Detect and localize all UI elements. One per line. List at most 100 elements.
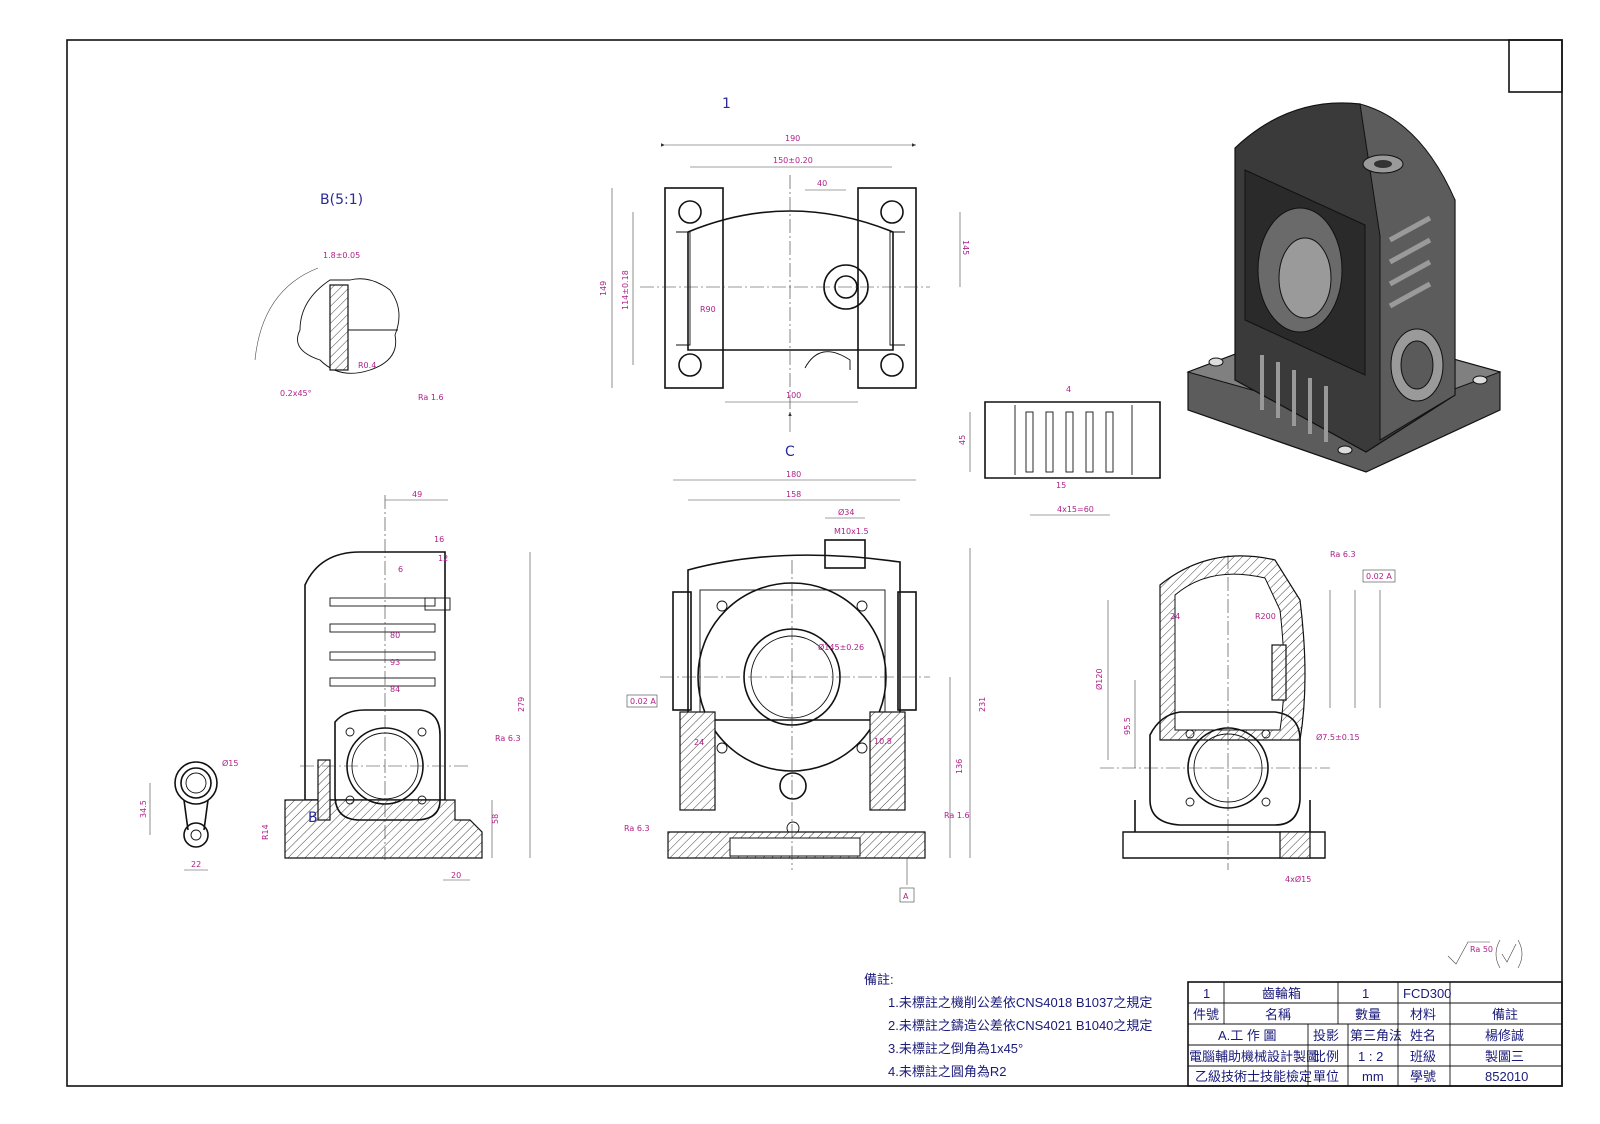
dim-front-24: 24 xyxy=(694,738,704,747)
tb-unit-label: 單位 xyxy=(1313,1069,1339,1084)
dim-front-34: Ø34 xyxy=(838,507,854,517)
ra-global: Ra 50 xyxy=(1470,945,1493,954)
dim-left-80: 80 xyxy=(390,631,400,640)
tb-class-value: 製圖三 xyxy=(1485,1049,1524,1064)
link-detail-view: 22 34.5 Ø15 xyxy=(139,758,238,871)
dim-front-158: 158 xyxy=(786,490,801,499)
dim-right-75: Ø7.5±0.15 xyxy=(1316,732,1360,742)
front-view: 180 158 Ø34 M10x1.5 231 136 Ø145±0.26 24… xyxy=(624,470,987,903)
note-item-1: 1.未標註之機削公差依CNS4018 B1037之規定 xyxy=(888,995,1152,1010)
top-view: 190 150±0.20 40 145 149 114±0.18 100 R90… xyxy=(599,134,970,460)
dim-front-231: 231 xyxy=(978,697,987,712)
tb-id-label: 學號 xyxy=(1410,1069,1436,1084)
tol-front: 0.02 A xyxy=(630,697,656,706)
dim-front-145: Ø145±0.26 xyxy=(818,642,864,652)
dim-detail-r04: R0.4 xyxy=(358,361,376,370)
tb-projection-value: 第三角法 xyxy=(1350,1028,1402,1043)
note-item-4: 4.未標註之圓角為R2 xyxy=(888,1064,1006,1079)
dim-fin-4: 4 xyxy=(1066,385,1071,394)
dim-top-r90: R90 xyxy=(700,305,716,314)
tb-drawing-type: A.工 作 圖 xyxy=(1218,1028,1277,1043)
dim-top-114: 114±0.18 xyxy=(621,270,630,310)
left-section-view: 49 16 12 6 279 80 93 84 58 20 R14 Ra 6.3… xyxy=(261,490,531,881)
dim-top-145: 145 xyxy=(961,240,970,255)
dim-left-20: 20 xyxy=(451,871,461,880)
surface-finish-symbol: Ra 50 xyxy=(1447,939,1523,969)
tb-org-line2: 乙級技術士技能檢定 xyxy=(1195,1069,1312,1084)
tb-projection-label: 投影 xyxy=(1313,1028,1339,1043)
tb-scale-value: 1 : 2 xyxy=(1358,1049,1383,1064)
tb-scale-label: 比例 xyxy=(1313,1049,1339,1064)
ra-left: Ra 6.3 xyxy=(495,734,521,743)
drawing-border xyxy=(66,39,1563,1087)
dim-link-345: 34.5 xyxy=(139,800,148,818)
right-section-view: 24 R200 Ø120 95.5 Ø7.5±0.15 4xØ15 0.02 A… xyxy=(1094,550,1396,884)
dim-fin-15: 15 xyxy=(1056,481,1066,490)
tb-h-material: 材料 xyxy=(1410,1007,1436,1022)
dim-right-r200: R200 xyxy=(1255,612,1276,621)
tb-h-remark: 備註 xyxy=(1492,1007,1518,1022)
dim-front-136: 136 xyxy=(955,759,964,774)
tb-h-part-no: 件號 xyxy=(1193,1007,1219,1022)
tb-name-label: 姓名 xyxy=(1410,1028,1436,1043)
dim-detail-18: 1.8±0.05 xyxy=(323,251,360,260)
ra-right: Ra 6.3 xyxy=(1330,550,1356,559)
dim-top-149: 149 xyxy=(599,281,608,296)
fin-detail-view: 4 15 4x15=60 45 xyxy=(958,385,1161,516)
datum-a: A xyxy=(903,892,909,901)
tb-part-no: 1 xyxy=(1203,986,1210,1001)
dim-link-22: 22 xyxy=(191,860,201,869)
dim-fin-4x15: 4x15=60 xyxy=(1057,505,1094,514)
tb-id-value: 852010 xyxy=(1485,1069,1528,1084)
dim-link-15: Ø15 xyxy=(222,758,238,768)
dim-top-40: 40 xyxy=(817,179,827,188)
dim-fin-45: 45 xyxy=(958,435,967,445)
dim-right-95: 95.5 xyxy=(1123,717,1132,735)
tb-h-name: 名稱 xyxy=(1265,1007,1291,1022)
section-b-label: B xyxy=(308,810,318,826)
dim-right-4x15: 4xØ15 xyxy=(1285,874,1311,884)
view-number: 1 xyxy=(722,96,731,112)
dim-right-24: 24 xyxy=(1170,612,1180,621)
dim-front-180: 180 xyxy=(786,470,801,479)
tb-h-qty: 數量 xyxy=(1355,1007,1381,1022)
note-item-2: 2.未標註之鑄造公差依CNS4021 B1040之規定 xyxy=(888,1018,1152,1033)
dim-left-16: 16 xyxy=(434,535,444,544)
dim-front-m10: M10x1.5 xyxy=(834,527,869,536)
dim-front-108: 10.8 xyxy=(874,737,892,746)
note-item-3: 3.未標註之倒角為1x45° xyxy=(888,1041,1023,1056)
tb-part-name: 齒輪箱 xyxy=(1262,986,1301,1001)
dim-top-150: 150±0.20 xyxy=(773,156,813,165)
dim-left-93: 93 xyxy=(390,658,400,667)
dim-right-120: Ø120 xyxy=(1094,668,1104,690)
dim-detail-02: 0.2x45° xyxy=(280,389,312,398)
tol-right: 0.02 A xyxy=(1366,572,1392,581)
dim-top-100: 100 xyxy=(786,391,801,400)
detail-b-label: B(5:1) xyxy=(320,192,363,208)
dim-top-190: 190 xyxy=(785,134,800,143)
dim-left-279: 279 xyxy=(517,697,526,712)
dim-left-49: 49 xyxy=(412,490,422,499)
tb-material: FCD300 xyxy=(1403,986,1451,1001)
dim-left-r14: R14 xyxy=(261,824,270,840)
dim-left-6: 6 xyxy=(398,565,403,574)
tb-class-label: 班級 xyxy=(1410,1049,1436,1064)
notes-title: 備註: xyxy=(864,972,894,987)
notes-block: 備註: 1.未標註之機削公差依CNS4018 B1037之規定 2.未標註之鑄造… xyxy=(864,972,1152,1079)
tb-org-line1: 電腦輔助機械設計製圖 xyxy=(1189,1049,1319,1064)
isometric-view xyxy=(1186,102,1502,473)
ra-front-right: Ra 1.6 xyxy=(944,811,970,820)
detail-b-view: B(5:1) 1.8±0.05 0.2x45° R0.4 Ra 1.6 xyxy=(254,192,444,402)
title-block: 1 齒輪箱 1 FCD300 件號 名稱 數量 材料 備註 A.工 作 圖 投影… xyxy=(1187,981,1563,1087)
tb-name-value: 楊修誠 xyxy=(1485,1028,1524,1043)
section-c-label: C xyxy=(785,444,795,460)
tb-qty: 1 xyxy=(1362,986,1369,1001)
dim-left-58: 58 xyxy=(491,814,500,824)
tb-unit-value: mm xyxy=(1362,1069,1384,1084)
dim-left-84: 84 xyxy=(390,685,400,694)
ra-detail: Ra 1.6 xyxy=(418,393,444,402)
ra-front-left: Ra 6.3 xyxy=(624,824,650,833)
corner-box xyxy=(1508,39,1563,93)
dim-left-12: 12 xyxy=(438,554,448,563)
